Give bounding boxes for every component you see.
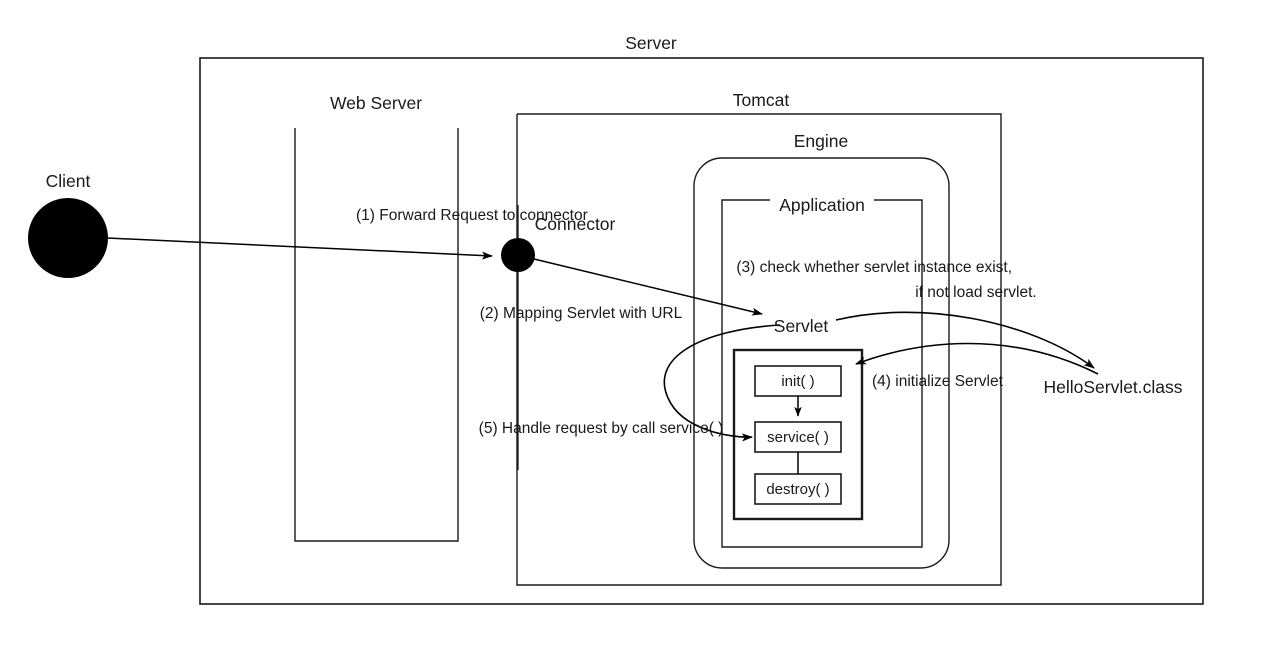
engine-label: Engine bbox=[794, 131, 849, 151]
service-method-label: service( ) bbox=[767, 429, 829, 446]
web-server-label: Web Server bbox=[330, 93, 422, 113]
step3-arrow bbox=[835, 311, 1095, 369]
tomcat-container-box bbox=[516, 113, 1002, 586]
step4-arrow bbox=[855, 342, 1099, 375]
server-container-box bbox=[199, 57, 1204, 605]
web-server-container-box bbox=[294, 128, 459, 542]
step5-arrow bbox=[663, 324, 781, 442]
step5-label: (5) Handle request by call service( ) bbox=[479, 420, 724, 437]
client-label: Client bbox=[46, 171, 91, 191]
init-method-label: init( ) bbox=[781, 373, 814, 390]
application-label: Application bbox=[779, 195, 865, 215]
hello-servlet-class-label: HelloServlet.class bbox=[1043, 377, 1182, 397]
servlet-label: Servlet bbox=[774, 316, 829, 336]
step3-label-line1: (3) check whether servlet instance exist… bbox=[736, 259, 1012, 276]
step2-arrow bbox=[533, 258, 763, 316]
engine-container-box bbox=[693, 157, 950, 569]
application-container-box bbox=[721, 199, 923, 548]
step1-label: (1) Forward Request to connector bbox=[356, 207, 588, 224]
destroy-method-box bbox=[754, 473, 842, 505]
connector-label: Connector bbox=[535, 214, 616, 234]
connector-node-dot bbox=[501, 238, 535, 272]
init-method-box bbox=[754, 365, 842, 397]
step4-label: (4) initialize Servlet bbox=[872, 373, 1004, 390]
service-method-box bbox=[754, 421, 842, 453]
tomcat-label: Tomcat bbox=[733, 90, 790, 110]
client-node-dot bbox=[28, 198, 108, 278]
servlet-container-box bbox=[732, 348, 864, 521]
destroy-method-label: destroy( ) bbox=[766, 481, 829, 498]
server-label: Server bbox=[625, 33, 677, 53]
step3-label-line2: if not load servlet. bbox=[915, 284, 1036, 301]
step2-label: (2) Mapping Servlet with URL bbox=[480, 305, 683, 322]
step1-arrow bbox=[106, 237, 493, 260]
